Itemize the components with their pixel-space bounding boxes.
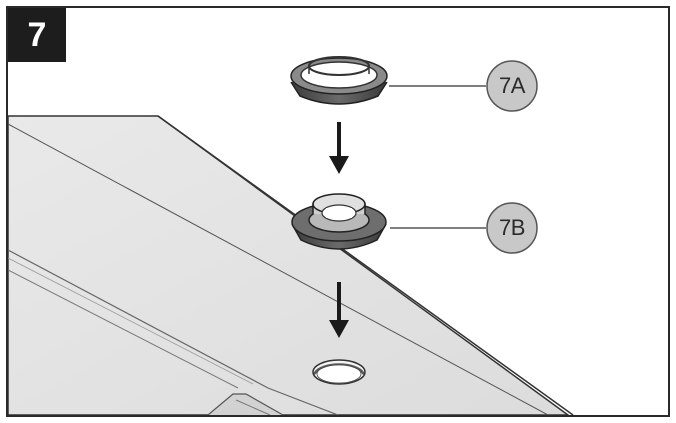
callout-circle-7a <box>486 60 538 112</box>
assembly-illustration <box>8 56 574 415</box>
mounting-hole <box>312 359 366 385</box>
callout-circle-7b <box>486 202 538 254</box>
base-panel <box>8 115 574 415</box>
callout-label-7a: 7A <box>499 73 525 98</box>
down-arrow-icon <box>329 122 349 174</box>
step-number-badge: 7 <box>8 8 66 62</box>
down-arrow-icon <box>329 282 349 338</box>
bushing-part-7b <box>291 193 387 250</box>
callout-label-7b: 7B <box>499 215 525 240</box>
ring-part-7a <box>290 56 388 105</box>
diagram-frame: 7 7A 7B <box>6 6 670 417</box>
